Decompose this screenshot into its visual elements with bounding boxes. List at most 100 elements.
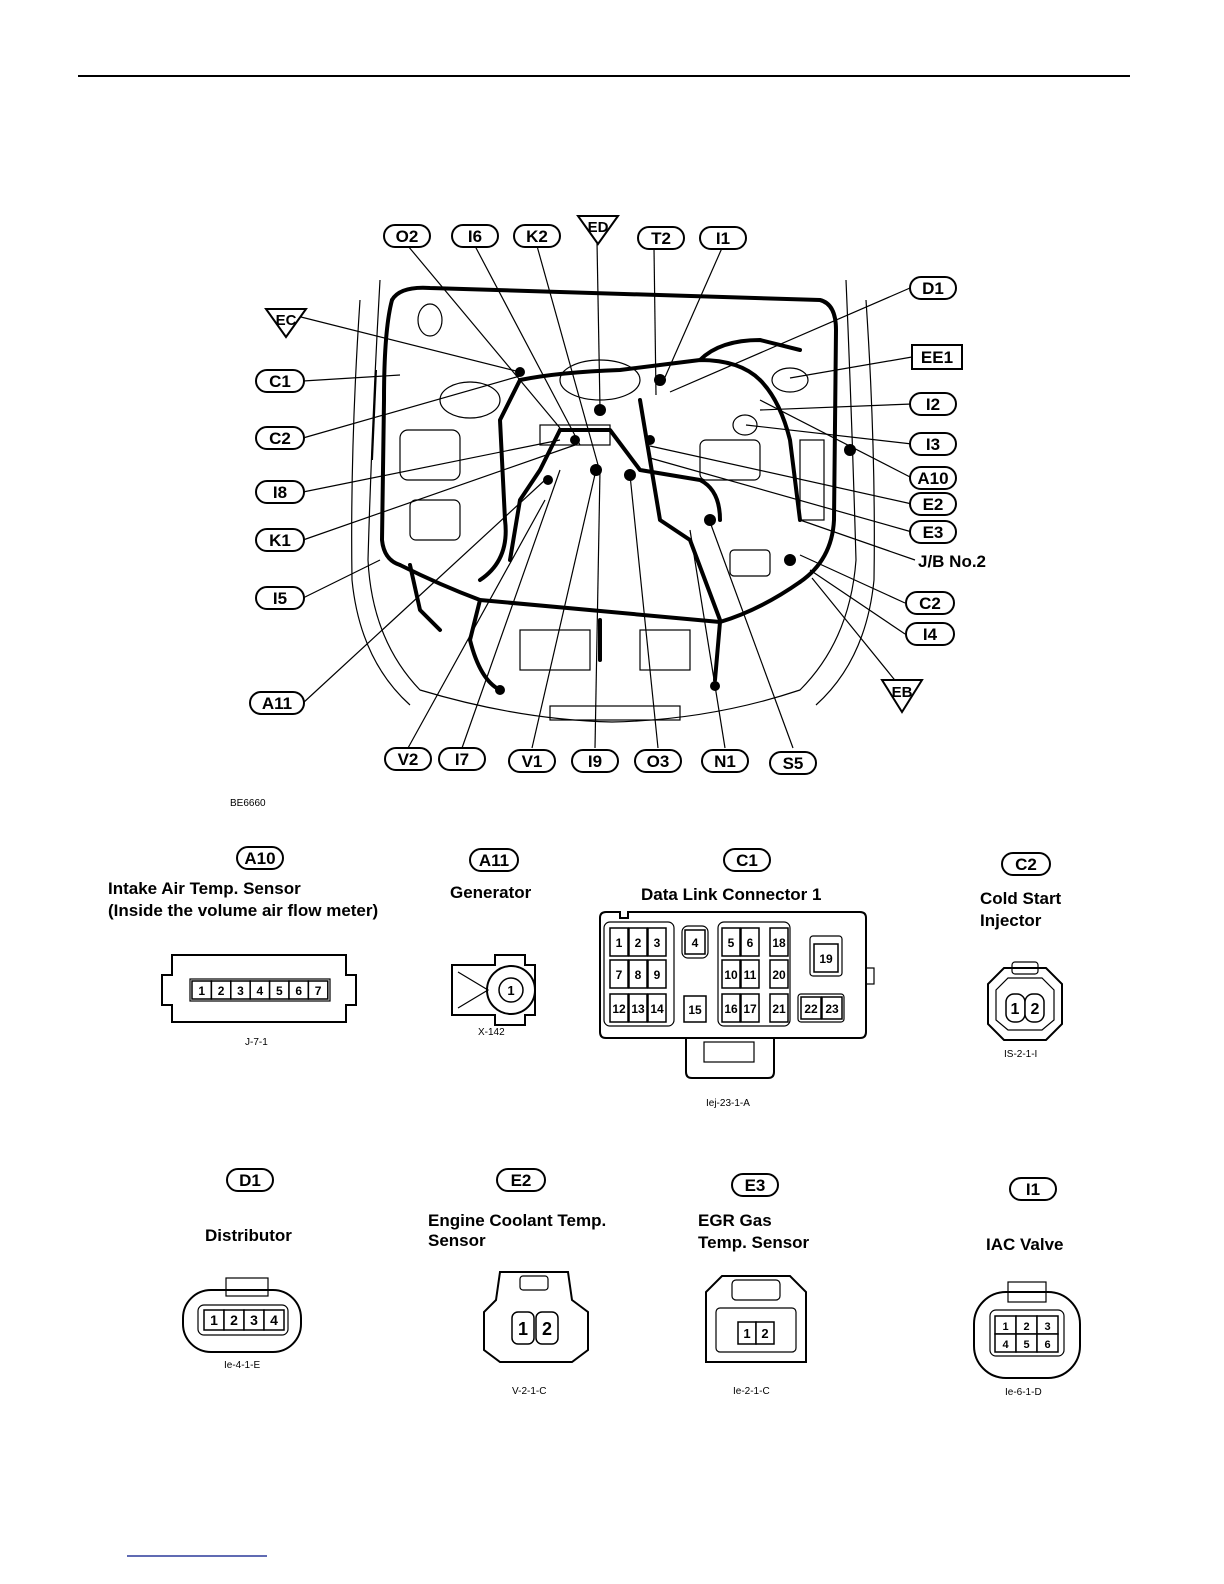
label-EB-ground: EB — [880, 679, 924, 714]
svg-text:E3: E3 — [923, 523, 944, 542]
d1-pin-1-label: 1 — [210, 1312, 218, 1328]
c1-pin-12-label: 12 — [612, 1002, 626, 1016]
connector-e2: E2 Engine Coolant Temp. Sensor 1 2 V-2-1… — [428, 1168, 606, 1397]
svg-text:1: 1 — [507, 983, 514, 998]
svg-text:2: 2 — [1031, 1001, 1040, 1018]
c1-pin-18 — [769, 927, 789, 957]
i1-pin-5-label: 5 — [1023, 1339, 1029, 1351]
svg-text:E2: E2 — [923, 495, 944, 514]
c1-pin-9-label: 9 — [654, 968, 661, 982]
c1-pin-10-label: 10 — [724, 968, 738, 982]
label-I2: I2 — [909, 392, 957, 416]
c1-pin-5-label: 5 — [728, 936, 735, 950]
svg-text:D1: D1 — [922, 279, 944, 298]
connector-a11: A11 Generator 1 X-142 — [450, 848, 536, 1038]
svg-text:Generator: Generator — [450, 883, 532, 902]
label-C2-left: C2 — [255, 426, 305, 450]
svg-text:2: 2 — [542, 1319, 552, 1339]
engine-bay-illustration — [351, 279, 875, 723]
label-O3: O3 — [634, 749, 682, 773]
svg-text:Ie-2-1-C: Ie-2-1-C — [733, 1386, 770, 1397]
c1-pin-6 — [740, 927, 760, 957]
label-I1: I1 — [699, 226, 747, 250]
e3-pin-2 — [755, 1321, 775, 1345]
svg-text:E2: E2 — [511, 1171, 532, 1190]
c1-pin-11-label: 11 — [744, 968, 757, 982]
c1-pin-5 — [721, 927, 741, 957]
svg-text:I2: I2 — [926, 395, 940, 414]
i1-pin-6 — [1036, 1333, 1059, 1353]
c1-pin-10 — [721, 959, 741, 989]
svg-text:X-142: X-142 — [478, 1027, 505, 1038]
svg-text:I8: I8 — [273, 483, 287, 502]
svg-text:EC: EC — [276, 312, 297, 329]
c1-pin-21-label: 21 — [772, 1002, 786, 1016]
svg-text:C2: C2 — [1015, 855, 1037, 874]
a10-pin-7-label: 7 — [315, 984, 322, 998]
label-A10: A10 — [909, 466, 957, 490]
svg-text:K1: K1 — [269, 531, 291, 550]
svg-text:Temp. Sensor: Temp. Sensor — [698, 1233, 810, 1252]
label-E3: E3 — [909, 520, 957, 544]
label-S5: S5 — [769, 751, 817, 775]
c1-pin-3-label: 3 — [654, 936, 661, 950]
label-T2: T2 — [637, 226, 685, 250]
c2-pin-2 — [1024, 993, 1045, 1023]
svg-text:Ie-4-1-E: Ie-4-1-E — [224, 1360, 260, 1371]
svg-text:O2: O2 — [396, 227, 419, 246]
svg-text:A11: A11 — [262, 694, 292, 713]
c1-pin-1 — [609, 927, 629, 957]
label-I3: I3 — [909, 432, 957, 456]
svg-text:(Inside the volume air flow me: (Inside the volume air flow meter) — [108, 901, 378, 920]
svg-text:A10: A10 — [917, 469, 948, 488]
label-I4: I4 — [905, 622, 955, 646]
svg-text:Sensor: Sensor — [428, 1231, 486, 1250]
c1-pin-16-label: 16 — [724, 1002, 738, 1016]
a10-pin-1-label: 1 — [198, 984, 205, 998]
svg-text:I7: I7 — [455, 750, 469, 769]
svg-text:C1: C1 — [736, 851, 758, 870]
i1-pin-2-label: 2 — [1023, 1321, 1029, 1333]
c1-pin-13 — [628, 993, 648, 1023]
svg-text:EB: EB — [892, 684, 913, 701]
svg-text:A10: A10 — [244, 849, 275, 868]
svg-text:Cold Start: Cold Start — [980, 889, 1062, 908]
c1-pin-20 — [769, 959, 789, 989]
svg-text:I6: I6 — [468, 227, 482, 246]
c1-pin-14 — [647, 993, 667, 1023]
svg-text:1: 1 — [518, 1319, 528, 1339]
svg-text:V2: V2 — [398, 750, 419, 769]
label-A11: A11 — [249, 691, 305, 715]
svg-text:Intake Air Temp. Sensor: Intake Air Temp. Sensor — [108, 879, 301, 898]
d1-pin-2-label: 2 — [230, 1312, 238, 1328]
c1-pin-16 — [721, 993, 741, 1023]
label-I8: I8 — [255, 480, 305, 504]
svg-text:I9: I9 — [588, 752, 602, 771]
svg-text:A11: A11 — [479, 851, 509, 870]
svg-text:Ie-6-1-D: Ie-6-1-D — [1005, 1387, 1042, 1398]
c1-pin-21 — [769, 993, 789, 1023]
c1-pin-2 — [628, 927, 648, 957]
svg-text:I4: I4 — [923, 625, 938, 644]
svg-text:Injector: Injector — [980, 911, 1042, 930]
c1-pin-7 — [609, 959, 629, 989]
svg-text:EE1: EE1 — [921, 348, 953, 367]
label-D1: D1 — [909, 276, 957, 300]
c1-pin-4 — [684, 929, 706, 955]
label-JB-No2: J/B No.2 — [918, 552, 986, 571]
label-I6: I6 — [451, 224, 499, 248]
svg-text:V-2-1-C: V-2-1-C — [512, 1386, 546, 1397]
label-EC-ground: EC — [264, 308, 308, 339]
a10-pin-7 — [307, 980, 329, 1000]
d1-pin-3-label: 3 — [250, 1312, 258, 1328]
svg-text:I3: I3 — [926, 435, 940, 454]
c1-pin-23-label: 23 — [825, 1002, 839, 1016]
svg-text:V1: V1 — [522, 752, 543, 771]
svg-text:K2: K2 — [526, 227, 548, 246]
